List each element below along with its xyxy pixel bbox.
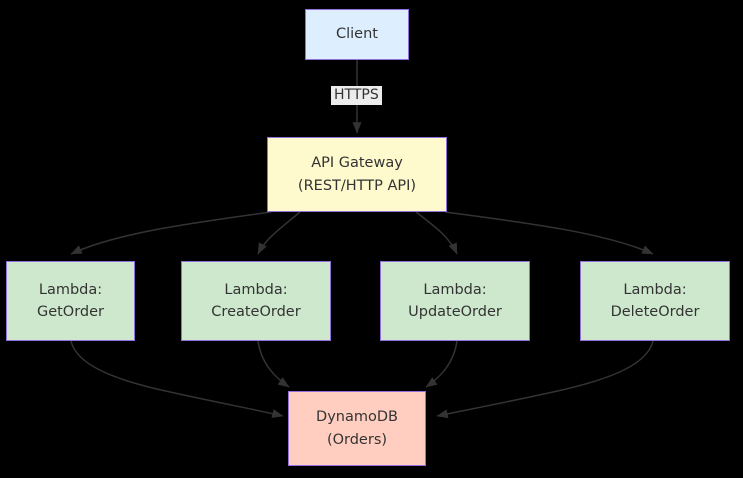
- edge-lambda-updateorder-to-dynamodb: [425, 340, 458, 388]
- node-dynamodb[interactable]: DynamoDB (Orders): [288, 391, 426, 466]
- node-lambda-updateorder[interactable]: Lambda: UpdateOrder: [380, 261, 530, 341]
- edge-lambda-createorder-to-dynamodb: [257, 340, 290, 388]
- node-lambda-deleteorder-label-1: Lambda:: [623, 281, 687, 298]
- edge-apigateway-to-lambda-createorder: [257, 211, 301, 255]
- edge-label-https: HTTPS: [331, 86, 382, 105]
- node-api-gateway-label-1: API Gateway: [311, 155, 403, 172]
- edge-apigateway-to-lambda-updateorder: [415, 211, 458, 255]
- node-api-gateway-label-2: (REST/HTTP API): [297, 177, 417, 194]
- node-lambda-updateorder-label-2: UpdateOrder: [408, 304, 502, 320]
- node-lambda-deleteorder[interactable]: Lambda: DeleteOrder: [580, 261, 730, 341]
- edge-apigateway-to-lambda-deleteorder: [444, 211, 654, 255]
- node-lambda-createorder-label-2: CreateOrder: [211, 304, 301, 320]
- node-client-label-1: Client: [336, 26, 378, 43]
- node-client[interactable]: Client: [305, 9, 409, 60]
- node-lambda-createorder-label-1: Lambda:: [224, 281, 288, 298]
- node-lambda-getorder-label-2: GetOrder: [36, 304, 105, 320]
- node-lambda-createorder[interactable]: Lambda: CreateOrder: [181, 261, 331, 341]
- node-dynamodb-label-1: DynamoDB: [316, 409, 398, 426]
- node-lambda-updateorder-label-1: Lambda:: [423, 281, 487, 298]
- edge-lambda-getorder-to-dynamodb: [70, 340, 284, 418]
- node-api-gateway[interactable]: API Gateway (REST/HTTP API): [267, 137, 447, 212]
- node-lambda-getorder-label-1: Lambda:: [38, 281, 103, 298]
- edge-lambda-deleteorder-to-dynamodb: [436, 340, 654, 419]
- node-lambda-deleteorder-label-2: DeleteOrder: [610, 304, 700, 320]
- node-lambda-getorder[interactable]: Lambda: GetOrder: [6, 261, 135, 341]
- node-dynamodb-label-2: (Orders): [326, 431, 388, 448]
- edge-apigateway-to-lambda-getorder: [70, 211, 272, 255]
